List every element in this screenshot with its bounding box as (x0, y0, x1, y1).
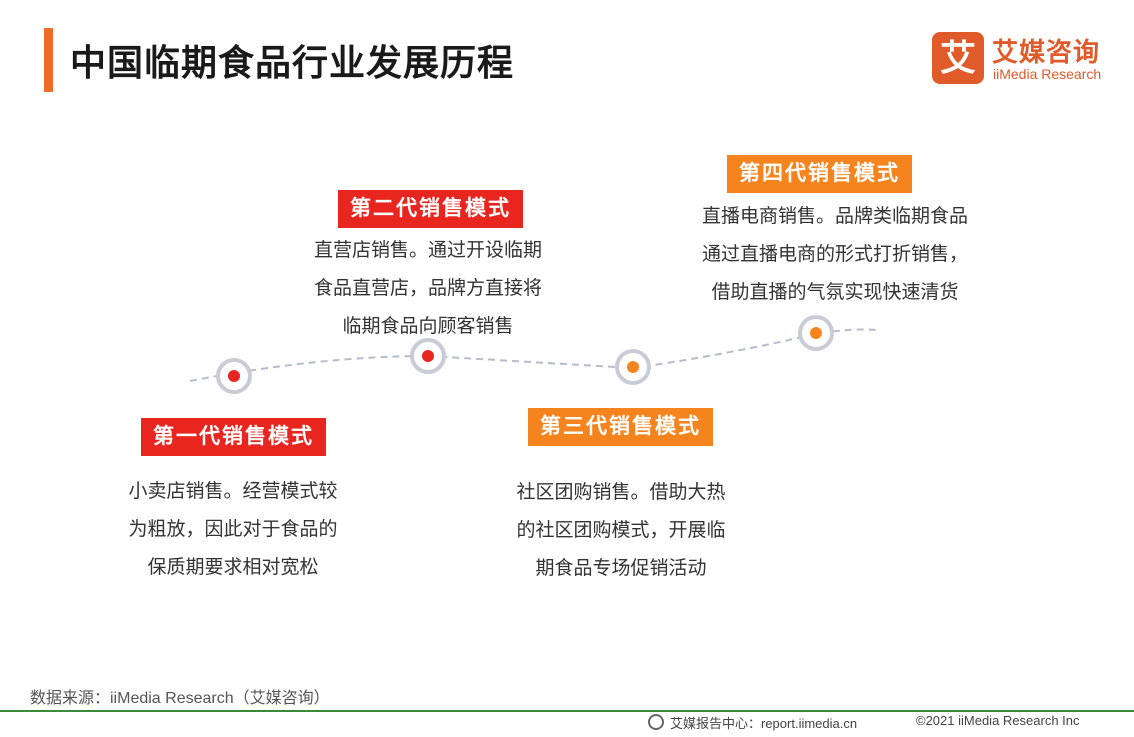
stage-4-line-3: 借助直播的气氛实现快速清货 (711, 282, 959, 303)
stage-2-line-2: 食品直营店，品牌方直接将 (313, 278, 542, 299)
stage-1-line-3: 保质期要求相对宽松 (147, 557, 319, 578)
copyright-text: ©2021 iiMedia Research Inc (916, 713, 1080, 728)
logo-mark-icon: 艾 (932, 32, 984, 84)
globe-icon (648, 714, 664, 730)
stage-3-line-1: 社区团购销售。借助大热 (516, 482, 726, 503)
stage-1-line-2: 为粗放，因此对于食品的 (128, 519, 338, 540)
stage-4-badge: 第四代销售模式 (727, 155, 912, 193)
timeline-node-1 (216, 358, 252, 394)
logo-name-en: iiMedia Research (993, 66, 1102, 82)
timeline-dashed-curve (189, 328, 877, 382)
iimedia-logo: 艾 艾媒咨询 iiMedia Research (932, 30, 1112, 86)
timeline-node-2 (410, 338, 446, 374)
stage-1-badge: 第一代销售模式 (141, 418, 326, 456)
stage-4-line-1: 直播电商销售。品牌类临期食品 (701, 206, 968, 227)
stage-2-description: 直营店销售。通过开设临期 食品直营店，品牌方直接将 临期食品向顾客销售 (290, 232, 566, 346)
stage-2-line-1: 直营店销售。通过开设临期 (313, 240, 542, 261)
stage-2-badge: 第二代销售模式 (338, 190, 523, 228)
stage-3-badge: 第三代销售模式 (528, 408, 713, 446)
stage-3-line-3: 期食品专场促销活动 (535, 558, 707, 579)
stage-3-line-2: 的社区团购模式，开展临 (516, 520, 726, 541)
title-accent-bar (44, 28, 53, 92)
data-source-note: 数据来源：iiMedia Research（艾媒咨询） (30, 690, 330, 707)
report-center-link[interactable]: 艾媒报告中心：report.iimedia.cn (670, 716, 858, 731)
stage-4-description: 直播电商销售。品牌类临期食品 通过直播电商的形式打折销售， 借助直播的气氛实现快… (676, 198, 994, 312)
stage-4-line-2: 通过直播电商的形式打折销售， (701, 244, 968, 265)
stage-1-description: 小卖店销售。经营模式较 为粗放，因此对于食品的 保质期要求相对宽松 (108, 473, 358, 587)
timeline-node-4 (798, 315, 834, 351)
logo-name-cn: 艾媒咨询 (992, 37, 1101, 67)
stage-3-description: 社区团购销售。借助大热 的社区团购模式，开展临 期食品专场促销活动 (496, 474, 746, 588)
stage-1-line-1: 小卖店销售。经营模式较 (128, 481, 338, 502)
timeline-node-3 (615, 349, 651, 385)
footer-divider (0, 710, 1134, 712)
stage-2-line-3: 临期食品向顾客销售 (342, 316, 514, 337)
page-title: 中国临期食品行业发展历程 (70, 42, 515, 83)
